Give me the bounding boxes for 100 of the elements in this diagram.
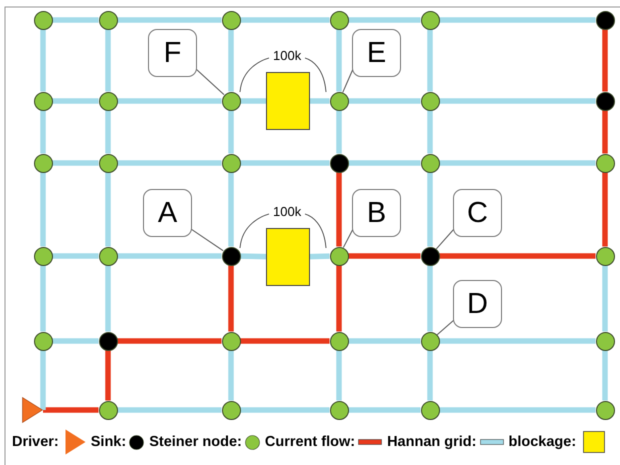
grid-wire bbox=[40, 110, 46, 154]
steiner-node bbox=[596, 154, 614, 172]
grid-wire bbox=[602, 350, 608, 400]
grid-wire bbox=[348, 160, 420, 166]
grid-wire bbox=[105, 266, 111, 332]
cost-label: 100k bbox=[273, 205, 302, 218]
steiner-node bbox=[98, 10, 118, 30]
steiner-node bbox=[330, 10, 348, 30]
grid-wire bbox=[348, 407, 420, 413]
callout-box bbox=[143, 189, 192, 237]
steiner-node bbox=[34, 10, 52, 30]
steiner-node bbox=[222, 154, 240, 172]
sink-node bbox=[596, 92, 614, 110]
callout-box bbox=[352, 29, 401, 77]
sink-node bbox=[222, 246, 240, 266]
blockage-block bbox=[266, 228, 310, 286]
leader-line bbox=[196, 68, 224, 96]
callout-letter: C bbox=[467, 198, 488, 228]
current-flow-wire bbox=[602, 30, 608, 92]
steiner-node bbox=[34, 154, 52, 172]
legend-label: Sink: bbox=[90, 434, 126, 450]
grid-wire bbox=[348, 17, 420, 23]
steiner-node bbox=[98, 92, 118, 110]
grid-wire bbox=[440, 407, 596, 413]
callout-letter: F bbox=[164, 38, 182, 68]
leader-line bbox=[190, 228, 224, 252]
grid-wire bbox=[336, 30, 342, 92]
callout-letter: D bbox=[467, 290, 488, 318]
leader-line bbox=[342, 228, 354, 248]
grid-wire bbox=[52, 17, 98, 23]
steiner-node bbox=[420, 154, 440, 172]
current-flow-wire bbox=[240, 338, 330, 344]
grid-wire bbox=[52, 98, 98, 104]
grid-wire bbox=[240, 407, 330, 413]
callout-box bbox=[148, 29, 197, 77]
steiner-node bbox=[330, 92, 348, 110]
current-flow-wire bbox=[118, 338, 222, 344]
legend-label: Driver: bbox=[12, 434, 59, 450]
grid-wire bbox=[427, 110, 433, 154]
steiner-node bbox=[420, 10, 440, 30]
steiner-node bbox=[222, 332, 240, 350]
grid-wire bbox=[348, 338, 420, 344]
grid-wire bbox=[310, 253, 330, 260]
sink-node bbox=[420, 246, 440, 266]
cost-label: 100k bbox=[273, 49, 302, 62]
current-flow-wire bbox=[602, 110, 608, 154]
grid-wire bbox=[240, 17, 330, 23]
grid-wire bbox=[440, 338, 596, 344]
grid-wire bbox=[40, 172, 46, 246]
current-flow-wire bbox=[43, 407, 98, 413]
grid-wire bbox=[228, 30, 234, 92]
grid-wire bbox=[52, 338, 98, 344]
legend-label: blockage: bbox=[508, 434, 576, 450]
steiner-node bbox=[222, 92, 240, 110]
sink-node bbox=[596, 10, 614, 30]
grid-wire bbox=[105, 110, 111, 154]
current-flow-wire bbox=[348, 253, 420, 259]
grid-wire bbox=[40, 266, 46, 332]
steiner-node bbox=[34, 332, 52, 350]
grid-wire bbox=[105, 172, 111, 246]
callout-letter: B bbox=[366, 198, 386, 228]
callout-box bbox=[453, 189, 502, 237]
steiner-node bbox=[330, 400, 348, 420]
leader-line bbox=[436, 320, 454, 336]
grid-wire bbox=[52, 160, 98, 166]
current-flow-wire bbox=[440, 253, 596, 259]
current-flow-wire bbox=[336, 172, 342, 246]
steiner-node bbox=[34, 246, 52, 266]
callout-box bbox=[453, 280, 502, 328]
grid-wire bbox=[118, 407, 222, 413]
legend-label: Current flow: bbox=[264, 434, 356, 450]
steiner-node bbox=[330, 246, 348, 266]
steiner-node bbox=[596, 246, 614, 266]
grid-wire bbox=[440, 17, 596, 23]
grid-wire bbox=[228, 110, 234, 154]
grid-wire bbox=[240, 98, 266, 104]
steiner-node bbox=[98, 154, 118, 172]
steiner-node bbox=[596, 400, 614, 420]
steiner-node bbox=[330, 332, 348, 350]
grid-wire bbox=[348, 98, 420, 104]
steiner-node bbox=[596, 332, 614, 350]
steiner-node bbox=[98, 400, 118, 420]
steiner-node bbox=[98, 246, 118, 266]
grid-wire bbox=[427, 30, 433, 92]
steiner-node bbox=[34, 92, 52, 110]
grid-wire bbox=[427, 350, 433, 400]
grid-wire bbox=[228, 172, 234, 246]
grid-wire bbox=[105, 30, 111, 92]
driver-triangle bbox=[22, 397, 43, 423]
grid-wire bbox=[310, 98, 330, 104]
callout-box bbox=[352, 189, 401, 237]
grid-wire bbox=[440, 98, 596, 104]
steiner-node bbox=[222, 400, 240, 420]
sink-node bbox=[330, 154, 348, 172]
legend-label: Steiner node: bbox=[149, 434, 242, 450]
blockage-block bbox=[266, 72, 310, 130]
grid-wire bbox=[427, 266, 433, 332]
leader-line bbox=[436, 228, 454, 250]
grid-wire bbox=[240, 160, 330, 166]
grid-wire bbox=[40, 30, 46, 92]
